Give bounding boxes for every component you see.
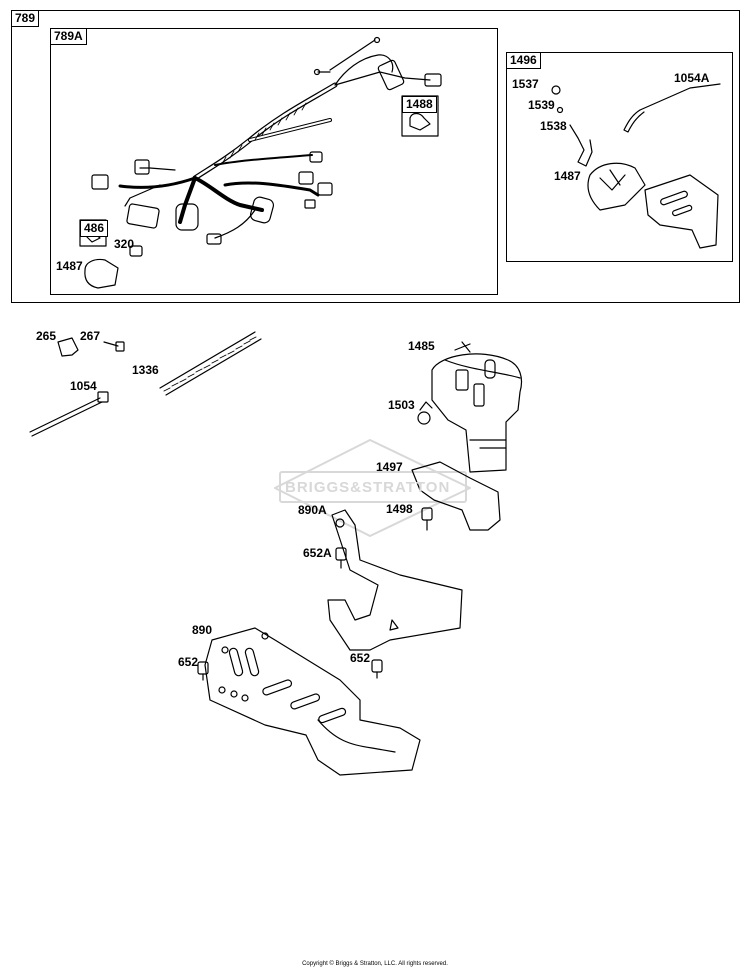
- part-label-1539[interactable]: 1539: [528, 98, 555, 112]
- part-label-1537[interactable]: 1537: [512, 77, 539, 91]
- part-label-1487-harness[interactable]: 1487: [56, 259, 83, 273]
- kit-tag-486[interactable]: 486: [80, 220, 109, 237]
- part-label-652a[interactable]: 652A: [303, 546, 332, 560]
- assembly-tag-789[interactable]: 789: [11, 10, 40, 27]
- bracket-1496: [644, 174, 719, 249]
- watermark-logo: [274, 439, 471, 537]
- screw-1498: [421, 507, 433, 531]
- part-label-1538[interactable]: 1538: [540, 119, 567, 133]
- part-label-320[interactable]: 320: [114, 237, 135, 251]
- connector-1487-harness: [84, 258, 119, 289]
- cable-tie-1054: [29, 391, 109, 437]
- part-label-265[interactable]: 265: [36, 329, 57, 343]
- harness-tag-789a[interactable]: 789A: [50, 28, 87, 45]
- watermark-text: BRIGGS&STRATTON: [285, 479, 451, 496]
- wiring-harness: [91, 36, 442, 245]
- bracket-890a: [327, 509, 463, 651]
- part-label-1054[interactable]: 1054: [70, 379, 97, 393]
- part-label-1485[interactable]: 1485: [408, 339, 435, 353]
- sleeve-1336: [159, 331, 262, 396]
- part-label-890a[interactable]: 890A: [298, 503, 327, 517]
- screw-267: [103, 341, 125, 352]
- part-label-1336[interactable]: 1336: [132, 363, 159, 377]
- screw-652-right: [371, 659, 383, 679]
- connector-320: [129, 245, 143, 257]
- bracket-1497: [411, 461, 501, 531]
- kit-1496-parts: [551, 83, 721, 249]
- screw-652-left: [197, 661, 209, 681]
- part-label-652-left[interactable]: 652: [178, 655, 199, 669]
- part-label-1054a[interactable]: 1054A: [674, 71, 710, 85]
- screw-1503: [417, 401, 433, 425]
- kit-tag-1488[interactable]: 1488: [402, 96, 437, 113]
- part-label-1498[interactable]: 1498: [386, 502, 413, 516]
- cable-tie-1054a: [639, 83, 721, 111]
- clip-265: [57, 337, 79, 357]
- part-label-1503[interactable]: 1503: [388, 398, 415, 412]
- part-label-1497[interactable]: 1497: [376, 460, 403, 474]
- screw-652a: [335, 547, 347, 569]
- fuel-pump-1485: [431, 341, 523, 473]
- copyright-notice: Copyright © Briggs & Stratton, LLC. All …: [302, 961, 448, 967]
- harness-frame-789a: [50, 28, 498, 295]
- washer-1539: [556, 106, 564, 114]
- part-label-652-right[interactable]: 652: [350, 651, 371, 665]
- kit-frame-1496: [506, 52, 733, 262]
- part-label-1487-kit[interactable]: 1487: [554, 169, 581, 183]
- grommet-1538: [569, 124, 593, 167]
- baseplate-890: [204, 627, 421, 776]
- nut-1537: [551, 85, 561, 95]
- connector-1487-kit: [587, 162, 646, 211]
- part-label-267[interactable]: 267: [80, 329, 101, 343]
- kit-tag-1496[interactable]: 1496: [506, 52, 541, 69]
- part-label-890[interactable]: 890: [192, 623, 213, 637]
- assembly-frame-789: [11, 10, 740, 303]
